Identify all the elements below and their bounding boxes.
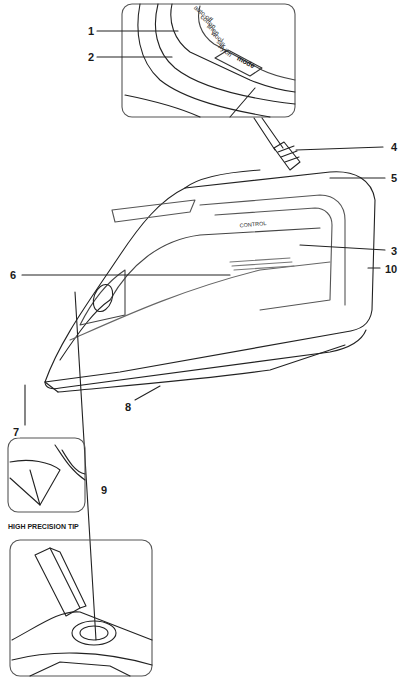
callout-number: 10 [384,264,398,275]
part-label: CONTROL [239,221,266,229]
leader-line [97,30,178,31]
button-detail [12,548,152,676]
callout-number: 1 [87,26,95,37]
part-label: HIGH PRECISION TIP [8,523,79,530]
leader-line [22,274,230,275]
tip-detail [10,445,85,505]
callout-number: 2 [87,52,95,63]
iron-body [45,170,395,392]
leader-line [368,267,380,268]
power-cord [254,118,300,170]
leader-line [300,245,385,250]
leader-line [97,56,172,57]
callout-number: 4 [390,142,398,153]
leader-line [330,177,385,178]
leader-line [135,386,160,400]
handle-detail [125,4,295,117]
part-label: nylon [217,44,233,59]
inset-frame [8,438,85,512]
callout-number: 7 [12,427,20,438]
callout-number: 3 [390,246,398,257]
callout-number: 8 [124,402,132,413]
leader-line [24,385,25,425]
callout-number: 6 [9,270,17,281]
callout-number: 9 [100,485,108,496]
inset-frame [122,4,295,117]
part-label: mode [236,55,256,70]
leader-line [296,147,383,150]
inset-frame [10,540,152,676]
callout-number: 5 [390,173,398,184]
